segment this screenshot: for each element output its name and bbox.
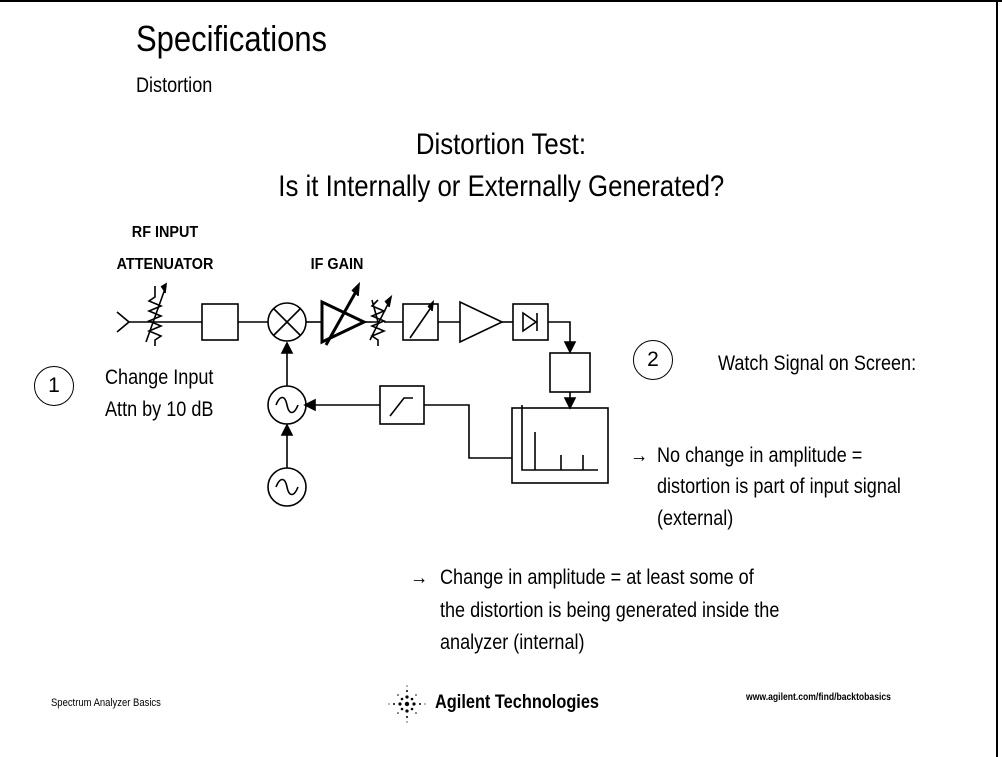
step-1-circle: 1 bbox=[34, 366, 74, 406]
block-rect bbox=[201, 303, 239, 341]
variable-attenuator-icon bbox=[145, 282, 167, 346]
result-internal-line1: Change in amplitude = at least some of bbox=[440, 566, 754, 589]
rf-input-label-line1: RF INPUT bbox=[131, 224, 199, 241]
agilent-spark-icon bbox=[388, 685, 426, 723]
if-gain-amplifier-icon bbox=[320, 281, 368, 346]
result-internal-line3: analyzer (internal) bbox=[440, 631, 585, 654]
diagram-heading-line2: Is it Internally or Externally Generated… bbox=[278, 170, 724, 203]
result-external-line3: (external) bbox=[657, 507, 734, 530]
result-external-line2: distortion is part of input signal bbox=[657, 475, 901, 498]
result-external-line1: No change in amplitude = bbox=[657, 444, 863, 467]
diagram-heading-line1: Distortion Test: bbox=[415, 128, 587, 161]
video-filter-block bbox=[549, 352, 591, 393]
sweep-ramp-block bbox=[379, 385, 425, 425]
frame-right-border bbox=[996, 0, 998, 757]
result-internal-arrow: → bbox=[410, 566, 429, 589]
footer-brand: Agilent Technologies bbox=[435, 692, 600, 713]
result-external-arrow: → bbox=[630, 444, 649, 467]
result-internal-line2: the distortion is being generated inside… bbox=[440, 599, 780, 622]
rf-input-label-line2: ATTENUATOR bbox=[116, 256, 214, 273]
log-amplifier-icon bbox=[459, 300, 504, 344]
step-2-circle: 2 bbox=[633, 340, 673, 380]
step-1-text-line1: Change Input bbox=[105, 366, 214, 389]
page-title: Specifications bbox=[136, 18, 328, 59]
footer-left-text: Spectrum Analyzer Basics bbox=[51, 697, 161, 709]
detector-icon bbox=[512, 303, 549, 341]
mixer-icon bbox=[267, 302, 307, 342]
footer-url: www.agilent.com/find/backtobasics bbox=[746, 692, 891, 703]
if-gain-label: IF GAIN bbox=[310, 256, 364, 273]
step-2-text: Watch Signal on Screen: bbox=[718, 352, 917, 375]
oscillator-icon bbox=[267, 385, 307, 425]
display-screen-icon bbox=[511, 407, 609, 484]
oscillator-icon bbox=[267, 467, 307, 507]
page-subtitle: Distortion bbox=[136, 74, 213, 97]
input-connector-icon bbox=[116, 311, 131, 333]
step-1-text-line2: Attn by 10 dB bbox=[105, 398, 214, 421]
variable-attenuator-icon bbox=[369, 294, 393, 346]
frame-top-border bbox=[0, 0, 1002, 2]
